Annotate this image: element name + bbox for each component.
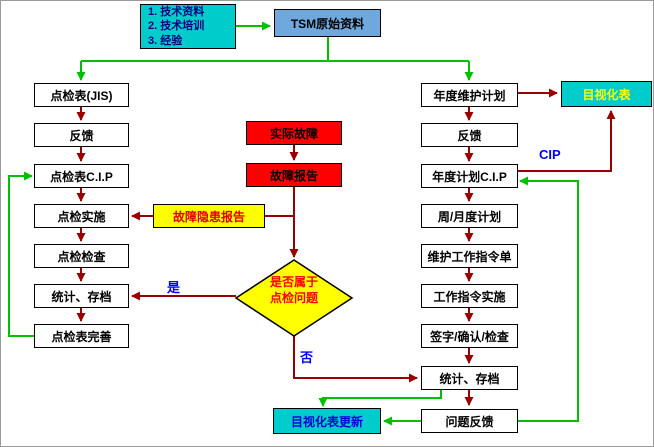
node-work-order-implementation: 工作指令实施: [421, 284, 518, 308]
node-annual-maintenance-plan: 年度维护计划: [421, 83, 518, 107]
node-annual-plan-cip: 年度计划C.I.P: [421, 164, 518, 188]
decision-diamond-shape: [234, 259, 354, 337]
node-inspection-check: 点检检查: [34, 244, 129, 268]
node-actual-fault: 实际故障: [246, 121, 342, 145]
node-weekly-monthly-plan: 周/月度计划: [421, 204, 518, 228]
node-fault-report: 故障报告: [246, 163, 342, 187]
resources-box: 1. 技术资料 2. 技术培训 3. 经验: [140, 4, 236, 49]
node-feedback-left: 反馈: [34, 123, 129, 147]
node-statistics-archive-left: 统计、存档: [34, 284, 129, 308]
node-visual-table: 目视化表: [561, 81, 652, 107]
node-inspection-sheet-improvement: 点检表完善: [34, 324, 129, 348]
node-inspection-sheet-cip: 点检表C.I.P: [34, 164, 129, 188]
label-no: 否: [300, 350, 314, 365]
node-inspection-implementation: 点检实施: [34, 204, 129, 228]
node-sign-confirm-check: 签字/确认/检查: [421, 324, 518, 348]
node-hidden-fault-report: 故障隐患报告: [153, 204, 265, 228]
node-problem-feedback: 问题反馈: [421, 409, 518, 433]
resource-item: 1. 技术资料: [148, 6, 205, 19]
node-feedback-right: 反馈: [421, 123, 518, 147]
node-maintenance-work-order: 维护工作指令单: [421, 244, 518, 268]
resource-item: 3. 经验: [148, 34, 183, 47]
node-visual-table-update: 目视化表更新: [273, 408, 381, 434]
node-statistics-archive-right: 统计、存档: [421, 366, 518, 390]
decision-label-line1: 是否属于: [269, 275, 318, 289]
decision-label-line2: 点检问题: [269, 291, 318, 306]
label-yes: 是: [167, 280, 181, 295]
decision-label: 是否属于 点检问题: [254, 274, 334, 306]
resource-item: 2. 技术培训: [148, 20, 205, 33]
node-inspection-sheet-jis: 点检表(JIS): [34, 83, 129, 107]
tsm-source-box: TSM原始资料: [274, 9, 381, 37]
label-cip: CIP: [539, 147, 561, 162]
